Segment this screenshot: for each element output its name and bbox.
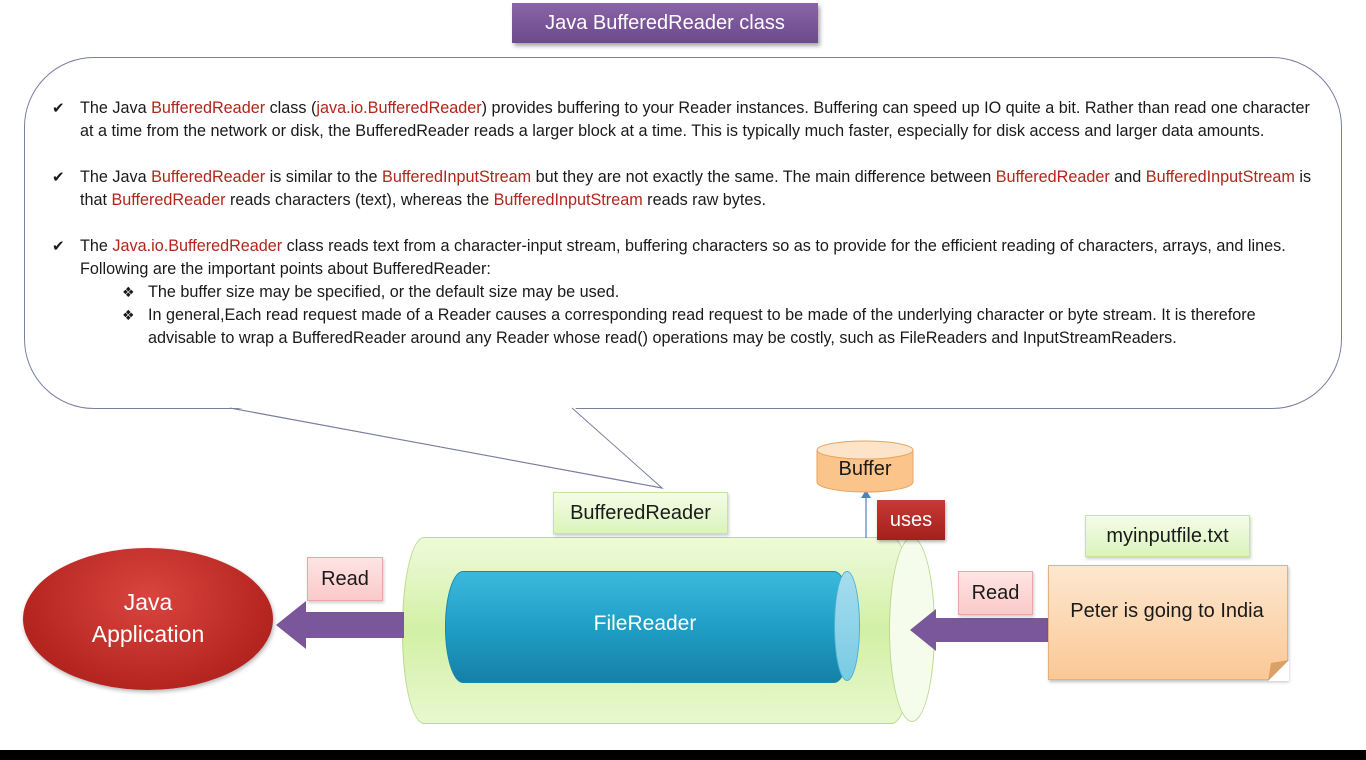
file-name-label: myinputfile.txt — [1085, 515, 1250, 557]
up-arrow-icon — [861, 490, 871, 538]
filereader-pipe-end — [834, 571, 860, 681]
bullet-list: ✔ The Java BufferedReader class (java.io… — [52, 97, 1322, 350]
diamond-bullet-icon: ❖ — [122, 307, 135, 323]
check-icon: ✔ — [52, 238, 65, 255]
sub-list-item: ❖In general,Each read request made of a … — [122, 306, 1256, 347]
filereader-pipe — [445, 571, 852, 683]
file-note — [1048, 565, 1288, 680]
bottom-bar — [0, 750, 1366, 760]
sub-list-item: ❖The buffer size may be specified, or th… — [120, 281, 1322, 304]
uses-label: uses — [877, 500, 945, 540]
page-title: Java BufferedReader class — [512, 3, 818, 43]
buffer-label: Buffer — [838, 458, 892, 480]
bullet-item: ✔ The Java.io.BufferedReader class reads… — [52, 235, 1322, 350]
java-application-ellipse — [23, 548, 273, 690]
file-content-text: Peter is going to India — [1070, 600, 1264, 622]
bullet-item: ✔ The Java BufferedReader is similar to … — [52, 168, 1312, 209]
bufferedreader-label: BufferedReader — [553, 492, 728, 534]
bullet-item: ✔ The Java BufferedReader class (java.io… — [52, 99, 1310, 140]
note-fold-corner — [1268, 660, 1289, 681]
sub-list: ❖The buffer size may be specified, or th… — [80, 281, 1322, 350]
check-icon: ✔ — [52, 169, 65, 186]
diamond-bullet-icon: ❖ — [122, 284, 135, 300]
callout-bubble — [24, 57, 1342, 409]
check-icon: ✔ — [52, 100, 65, 117]
read-arrow-right-icon — [910, 609, 1050, 651]
read-label-right: Read — [958, 571, 1033, 615]
java-application-label: Java Application — [91, 589, 205, 647]
filereader-label: FileReader — [593, 612, 697, 635]
read-label-left: Read — [307, 557, 383, 601]
buffer-cylinder — [816, 440, 914, 493]
read-arrow-left-icon — [276, 601, 404, 649]
